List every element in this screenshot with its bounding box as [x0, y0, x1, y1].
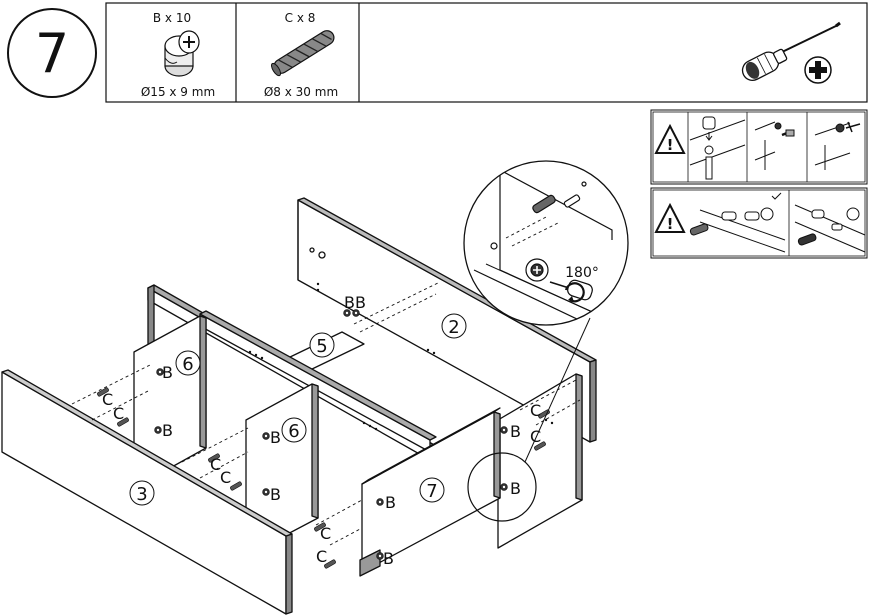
panel-label-2: 2 [441, 313, 467, 339]
hole-marks [248, 282, 554, 431]
callout-c: C [530, 427, 541, 446]
parts-table: B x 10 Ø15 x 9 mm C x 8 Ø8 x 30 mm [105, 2, 868, 103]
callout-b: B [270, 485, 281, 504]
step-number: 7 [35, 22, 69, 85]
correct-dowel-orientation-icon [689, 207, 786, 253]
warning-panel-bottom: ! [650, 187, 868, 259]
callout-c: C [316, 547, 327, 566]
panel-label-6-left: 6 [175, 350, 201, 376]
dowel-insert-icon [532, 194, 556, 214]
phillips-head-icon [809, 61, 827, 79]
part-size: Ø8 x 30 mm [264, 85, 338, 99]
incorrect-dowel-orientation-icon [794, 204, 866, 253]
warning-panel-top: ! [650, 109, 868, 185]
callout-c: C [530, 401, 541, 420]
callout-c: C [102, 390, 113, 409]
svg-text:2: 2 [448, 317, 459, 338]
callout-b: B [355, 293, 366, 312]
part-callouts: B B B B B B B B B B C C C C C C C C [102, 293, 541, 568]
svg-text:6: 6 [182, 354, 193, 375]
part-size: Ø15 x 9 mm [141, 85, 215, 99]
callout-c: C [220, 468, 231, 487]
panel-label-5: 5 [309, 332, 335, 358]
part-cell-cam-lock: B x 10 Ø15 x 9 mm [141, 11, 215, 99]
svg-text:!: ! [667, 136, 674, 154]
svg-text:!: ! [667, 215, 674, 233]
right-end-panel [497, 373, 583, 549]
part-cell-dowel: C x 8 Ø8 x 30 mm [264, 11, 338, 99]
rotation-angle-label: 180° [565, 265, 599, 281]
warning-triangle-icon: ! [654, 123, 686, 154]
svg-text:6: 6 [288, 421, 299, 442]
callout-b: B [510, 422, 521, 441]
callout-b: B [385, 493, 396, 512]
check-mark-icon [771, 192, 782, 200]
callout-c: C [210, 455, 221, 474]
assembly-guides [71, 281, 581, 546]
svg-text:3: 3 [136, 484, 147, 505]
panel-number-labels: 2 3 5 6 6 7 [129, 313, 467, 506]
callout-b: B [162, 421, 173, 440]
part-label: C x 8 [285, 11, 316, 25]
panel-label-6-right: 6 [281, 417, 307, 443]
step-number-badge: 7 [7, 8, 97, 98]
wooden-dowel-icon [271, 30, 335, 77]
rotation-arrow-icon [564, 282, 585, 303]
callout-c: C [320, 524, 331, 543]
callout-b: B [344, 293, 355, 312]
part-label: B x 10 [153, 11, 191, 25]
callout-b: B [510, 479, 521, 498]
svg-text:7: 7 [426, 481, 437, 502]
joint-highlight-circle [467, 317, 591, 522]
cam-insert-icon [563, 194, 581, 208]
callout-c: C [113, 404, 124, 423]
install-sequence-icon [689, 116, 861, 180]
panel-label-3: 3 [129, 480, 155, 506]
svg-text:5: 5 [316, 336, 327, 357]
callout-b: B [162, 363, 173, 382]
warning-triangle-icon: ! [654, 202, 686, 233]
cam-lock-icon [164, 30, 200, 77]
callout-b: B [383, 549, 394, 568]
bottom-rail [359, 549, 381, 577]
panel-label-7: 7 [419, 477, 445, 503]
cam-lock-detail-icon [525, 258, 549, 282]
detail-magnifier: 180° [463, 160, 629, 326]
callout-b: B [270, 428, 281, 447]
phillips-screwdriver-icon [741, 21, 841, 84]
